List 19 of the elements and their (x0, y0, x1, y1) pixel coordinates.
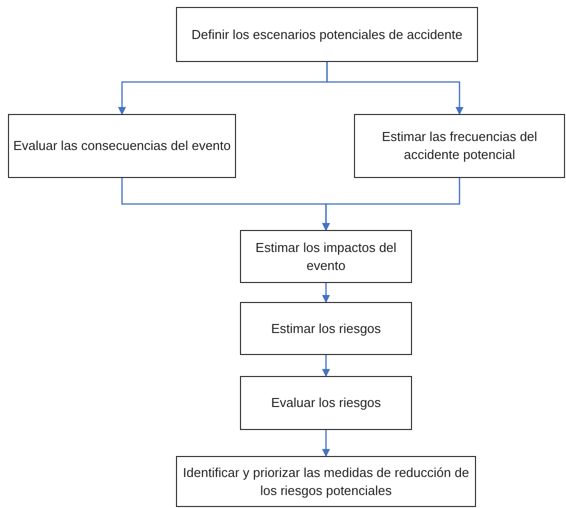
process-box (176, 7, 478, 62)
step-text: Evaluar los riesgos (271, 394, 381, 412)
step-text: Identificar y priorizar las medidas de reducción de los riesgos potenciales (182, 464, 470, 500)
process-box (240, 230, 412, 283)
process-box (354, 114, 565, 178)
arrow (322, 430, 330, 457)
process-box (8, 114, 236, 178)
step-text: Evaluar las consecuencias del evento (13, 137, 231, 155)
process-box (240, 376, 412, 430)
arrow (326, 62, 464, 115)
step-text: Estimar los impactos del evento (254, 238, 398, 274)
step-text: Estimar las frecuencias del accidente potencial (380, 128, 538, 164)
process-box (240, 302, 412, 355)
step-text: Definir los escenarios potenciales de accidente (192, 26, 462, 44)
process-box (176, 456, 476, 507)
arrow (322, 283, 330, 303)
arrow (322, 355, 330, 377)
step-text: Estimar los riesgos (271, 320, 381, 338)
arrow (322, 178, 460, 231)
